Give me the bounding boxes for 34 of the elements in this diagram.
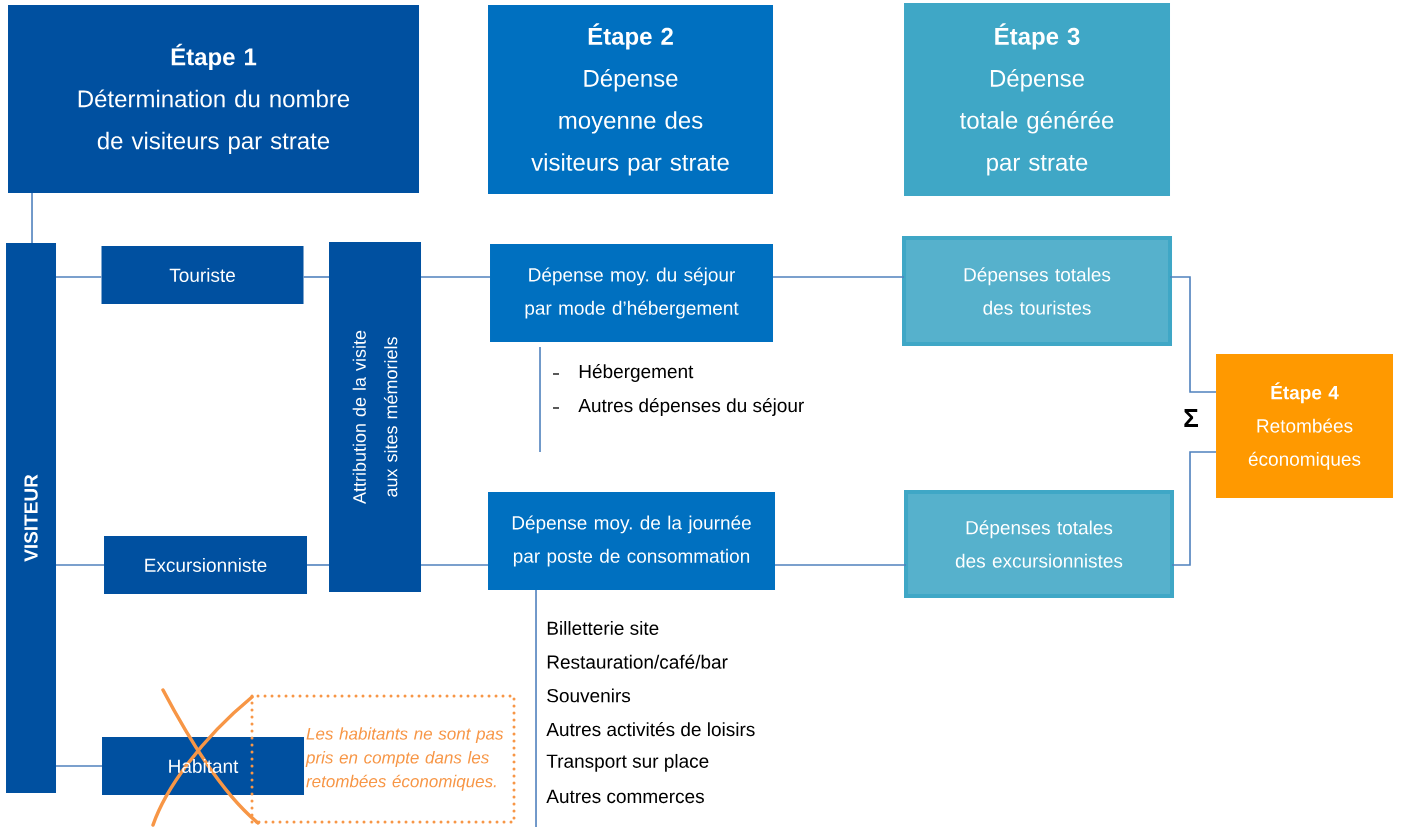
connector-line: [55, 765, 103, 767]
list-item: Billetterie site: [547, 621, 659, 635]
list-item: Hébergement: [579, 364, 694, 382]
process-box: Dépense moy. de la journée par poste de consommation: [488, 492, 775, 590]
connector-line: [420, 276, 491, 278]
list-item: Restauration/café/bar: [547, 654, 728, 669]
connector-line: [31, 192, 33, 244]
sum-symbol: Σ: [1184, 409, 1198, 427]
process-bar: Attribution de la visite aux sites mémoriels: [329, 242, 421, 592]
list-item: Autres commerces: [546, 789, 704, 804]
total-box: Dépenses totales des excursionnistes: [904, 490, 1174, 598]
step-box: Étape 1 Détermination du nombre de visiteurs par strate: [8, 5, 419, 193]
list-item: Autres dépenses du séjour: [578, 398, 804, 416]
connector-line: [774, 564, 907, 566]
category-box: Touriste: [101, 246, 304, 304]
category-bar: VISITEUR: [6, 243, 56, 793]
category-box: Excursionniste: [104, 536, 307, 594]
connector-line: [420, 564, 489, 566]
list-item: Autres activités de loisirs: [546, 722, 755, 737]
connector-line: [306, 564, 330, 566]
step-box: Étape 4 Retombées économiques: [1216, 354, 1393, 498]
total-box: Dépenses totales des touristes: [902, 236, 1172, 346]
connector-line: [1171, 451, 1217, 566]
list-item: Souvenirs: [547, 688, 631, 703]
connector-line: [1169, 276, 1217, 393]
connector-line: [55, 564, 105, 566]
connector-line: [772, 276, 905, 278]
connector-line: [302, 276, 330, 278]
step-box: Étape 2 Dépense moyenne des visiteurs par strate: [488, 5, 773, 194]
note-box: Les habitants ne sont pas pris en compte dans les retombées économiques.: [250, 694, 516, 824]
process-box: Dépense moy. du séjour par mode d’hébergement: [490, 244, 773, 342]
list-item: Transport sur place: [546, 753, 709, 772]
step-box: Étape 3 Dépense totale générée par strate: [904, 3, 1170, 196]
connector-line: [55, 276, 103, 278]
